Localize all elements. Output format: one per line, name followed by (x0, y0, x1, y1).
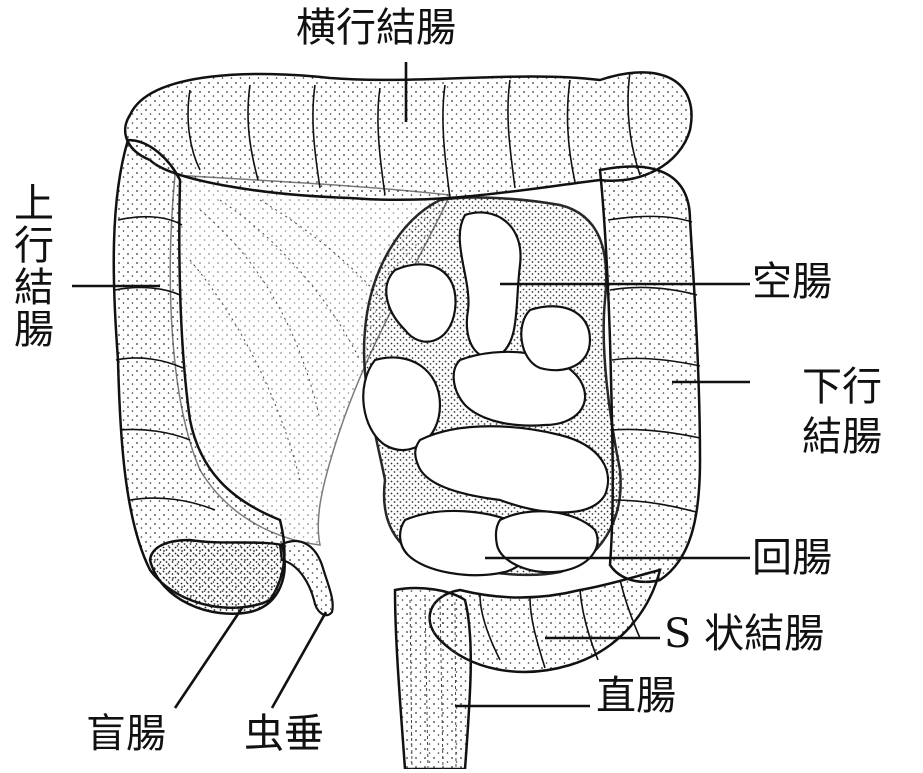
descending-colon-shape (598, 165, 702, 584)
intestinal-loops (362, 211, 610, 577)
transverse-colon-shape (123, 71, 693, 202)
label-descending-line1: 下行 (802, 364, 882, 410)
appendix-shape (278, 539, 334, 617)
label-transverse-colon: 横行結腸 (296, 5, 456, 51)
label-ascending-colon: 上行結腸 (7, 182, 53, 350)
label-jejunum: 空腸 (752, 259, 832, 305)
cecum-shape (148, 538, 286, 615)
leader-cecum (173, 607, 244, 709)
leader-appendix (270, 611, 328, 709)
label-descending-line2: 結腸 (802, 414, 882, 460)
label-sigmoid-colon: S 状結腸 (664, 611, 825, 657)
leader-lines (72, 62, 750, 709)
label-rectum: 直腸 (596, 673, 676, 719)
label-appendix: 虫垂 (244, 711, 324, 757)
label-descending-colon: 下行 結腸 (780, 362, 882, 462)
rectum-shape (393, 586, 473, 771)
label-cecum: 盲腸 (86, 711, 166, 757)
label-ileum: 回腸 (752, 535, 832, 581)
